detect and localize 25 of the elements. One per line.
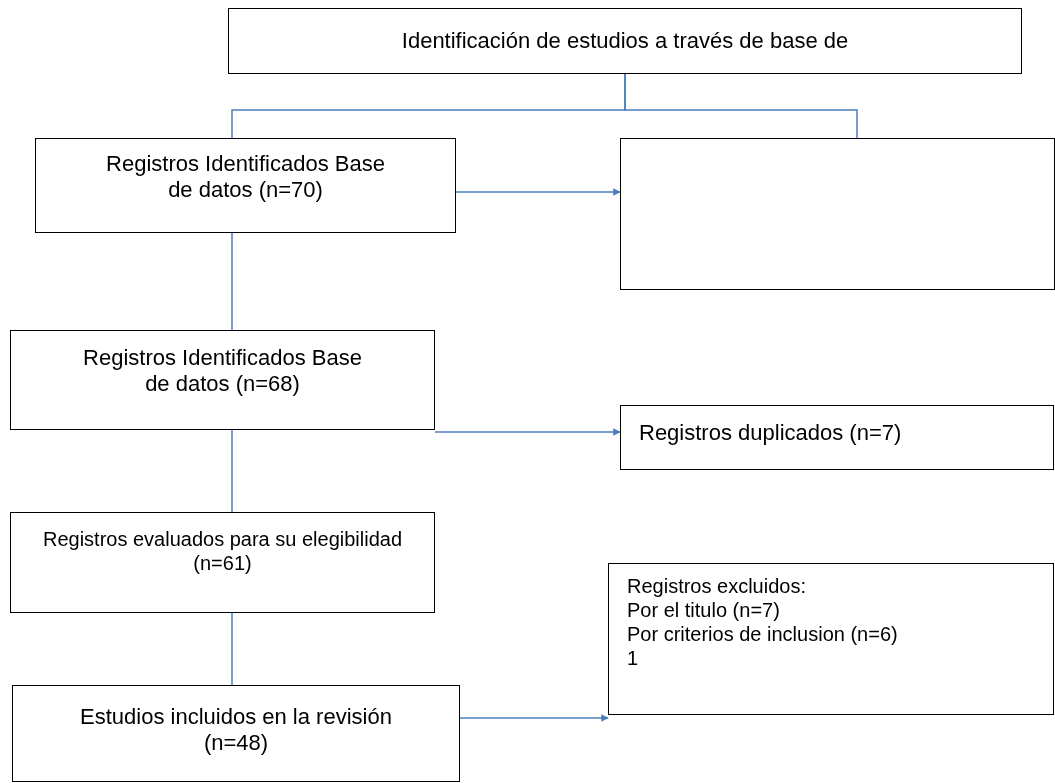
connector-line (231, 612, 233, 686)
box-text: Por el titulo (n=7) (627, 598, 781, 622)
process-box (12, 685, 460, 782)
connector-line (231, 429, 233, 513)
box-text: Por criterios de inclusion (n=6) (627, 622, 899, 646)
box-text: Registros Identificados Base de datos (n=70) (106, 151, 385, 204)
process-box (35, 138, 456, 233)
empty-box (620, 138, 1055, 290)
box-text: Registros evaluados para su elegibilidad (n=61) (41, 527, 404, 575)
process-box (10, 330, 435, 430)
box-text: Registros Identificados Base de datos (n=68) (82, 345, 363, 398)
box-text: Estudios incluidos en la revisión (n=48) (79, 704, 393, 757)
arrow (434, 428, 621, 436)
arrow (459, 714, 609, 722)
arrow (455, 188, 621, 196)
box-text: Registros excluidos: (627, 574, 807, 598)
connector-line (231, 232, 233, 331)
box-text: Identificación de estudios a través de base de (400, 27, 850, 55)
connector-line (624, 73, 858, 139)
process-box (10, 512, 435, 613)
box-text: Registros duplicados (n=7) (639, 420, 903, 447)
process-box (620, 405, 1054, 470)
process-box (228, 8, 1022, 74)
box-text: 1 (627, 646, 640, 670)
process-box (608, 563, 1054, 715)
